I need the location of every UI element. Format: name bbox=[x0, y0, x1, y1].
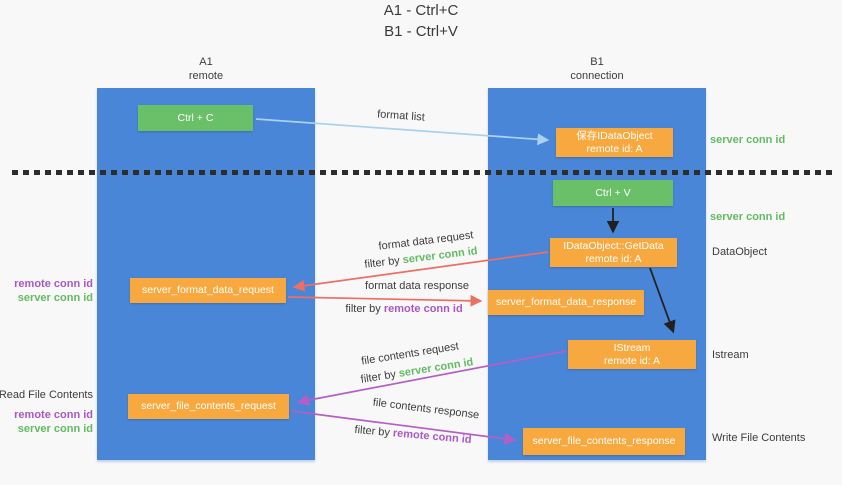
column-a1-role: remote bbox=[188, 70, 224, 82]
format-data-response-arrow bbox=[287, 294, 483, 307]
dotted-divider-line bbox=[12, 170, 832, 175]
getdata-line2: remote id: A bbox=[585, 252, 642, 265]
save-idataobject-line2: remote id: A bbox=[586, 142, 643, 155]
istream-line1: IStream bbox=[613, 341, 651, 354]
annotation-istream: Istream bbox=[712, 349, 749, 361]
annotation-server-conn-id-mid: server conn id bbox=[710, 211, 786, 223]
remote-conn-id-text: remote conn id bbox=[392, 427, 472, 447]
label-filter-by-remote-conn-id-2: filter by remote conn id bbox=[354, 424, 472, 446]
filter-by-text: filter by bbox=[359, 368, 397, 386]
label-file-contents-response: file contents response bbox=[372, 396, 480, 422]
annotation-server-conn-id-left-2: server conn id bbox=[17, 423, 93, 435]
node-istream: IStream remote id: A bbox=[568, 340, 696, 369]
node-ctrl-c: Ctrl + C bbox=[138, 105, 253, 131]
annotation-remote-conn-id-1: remote conn id bbox=[14, 278, 93, 290]
save-idataobject-line1: 保存IDataObject bbox=[576, 129, 653, 142]
getdata-line1: IDataObject::GetData bbox=[563, 239, 664, 252]
ctrl-v-label: Ctrl + V bbox=[595, 186, 631, 199]
format-response-label: server_format_data_response bbox=[495, 296, 637, 308]
node-server-format-data-response: server_format_data_response bbox=[488, 290, 644, 315]
column-b1-name: B1 bbox=[590, 56, 604, 68]
node-ctrl-v: Ctrl + V bbox=[553, 180, 673, 206]
file-request-label: server_file_contents_request bbox=[141, 400, 276, 412]
ctrl-c-label: Ctrl + C bbox=[177, 111, 214, 124]
format-request-label: server_format_data_request bbox=[142, 284, 274, 296]
column-b1-role: connection bbox=[570, 70, 624, 82]
annotation-write-file-contents: Write File Contents bbox=[712, 432, 806, 444]
node-idataobject-getdata: IDataObject::GetData remote id: A bbox=[550, 238, 677, 267]
column-a1-name: A1 bbox=[199, 56, 213, 68]
annotation-dataobject: DataObject bbox=[712, 246, 768, 258]
annotation-remote-conn-id-2: remote conn id bbox=[14, 409, 93, 421]
column-header-a1: A1 remote bbox=[97, 55, 315, 83]
filter-by-text: filter by bbox=[345, 303, 381, 315]
label-format-data-response: format data response bbox=[365, 280, 469, 292]
label-filter-by-remote-conn-id-1: filter by remote conn id bbox=[345, 303, 462, 315]
title-line-2: B1 - Ctrl+V bbox=[384, 23, 458, 40]
istream-line2: remote id: A bbox=[603, 354, 661, 367]
file-response-label: server_file_contents_response bbox=[532, 435, 676, 447]
node-server-file-contents-response: server_file_contents_response bbox=[523, 428, 685, 455]
annotation-server-conn-id-left-1: server conn id bbox=[17, 292, 93, 304]
annotation-server-conn-id-top: server conn id bbox=[710, 134, 786, 146]
node-server-file-contents-request: server_file_contents_request bbox=[128, 394, 289, 419]
filter-by-text: filter by bbox=[363, 254, 401, 271]
filter-by-text: filter by bbox=[354, 423, 391, 439]
title-line-1: A1 - Ctrl+C bbox=[383, 2, 459, 19]
label-format-list: format list bbox=[376, 108, 426, 124]
node-save-idataobject: 保存IDataObject remote id: A bbox=[556, 128, 673, 157]
diagram-title: A1 - Ctrl+C B1 - Ctrl+V bbox=[0, 0, 842, 42]
annotation-read-file-contents: Read File Contents bbox=[0, 389, 93, 401]
column-header-b1: B1 connection bbox=[488, 55, 706, 83]
node-server-format-data-request: server_format_data_request bbox=[130, 278, 286, 303]
remote-conn-id-text: remote conn id bbox=[383, 303, 463, 315]
